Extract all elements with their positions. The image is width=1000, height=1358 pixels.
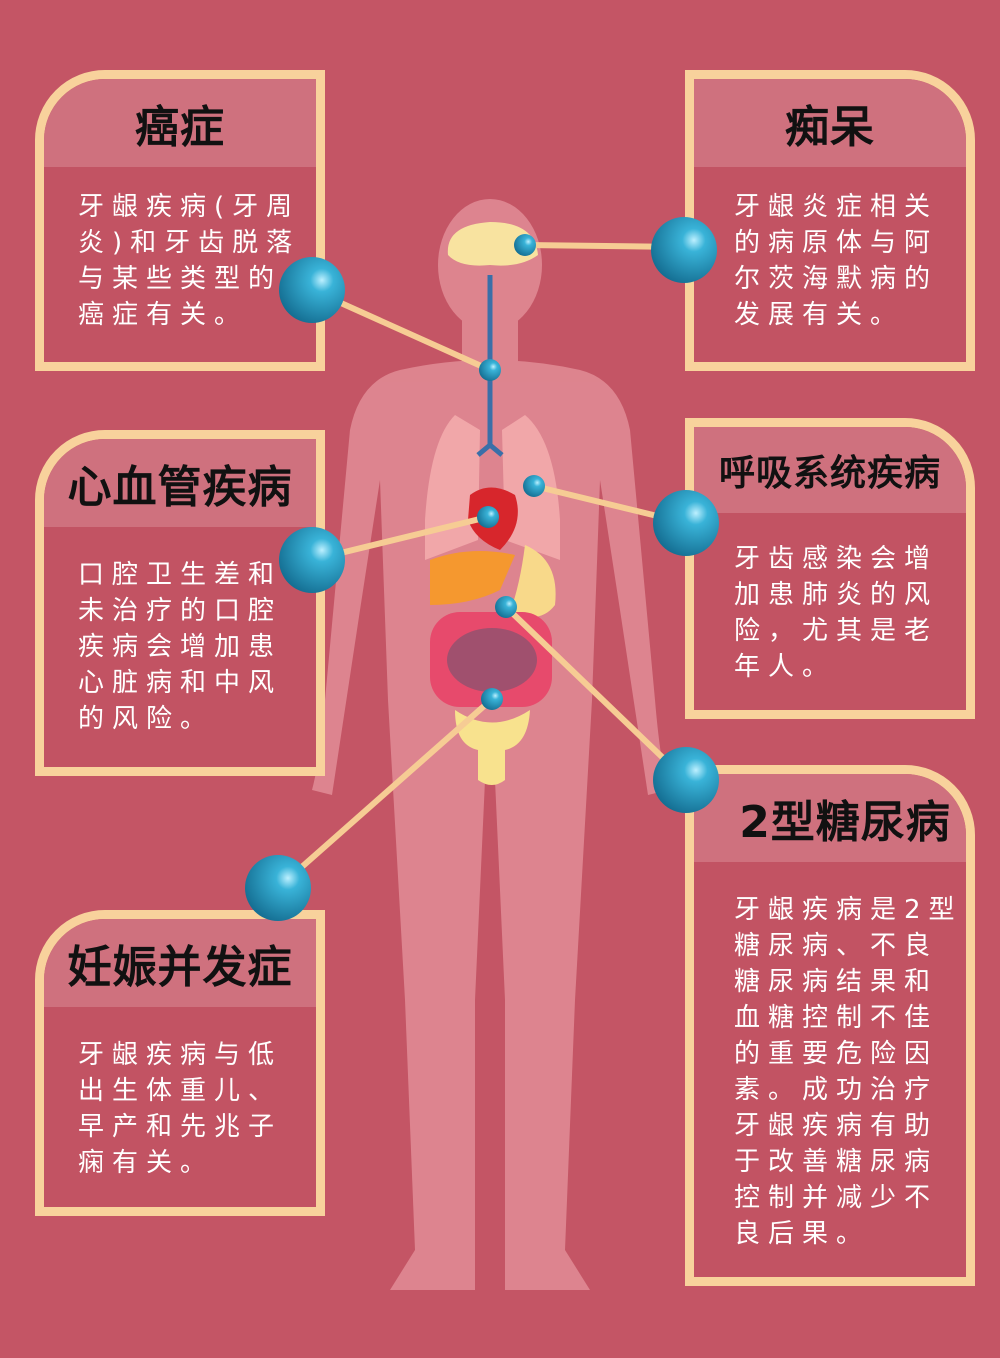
organ-dot xyxy=(495,596,517,618)
respiratory-title: 呼吸系统疾病 xyxy=(694,427,966,513)
text-line: 发展有关。 xyxy=(734,300,905,330)
text-line: 口腔卫生差和 xyxy=(78,560,283,590)
intestines xyxy=(430,612,552,707)
respiratory-panel: 呼吸系统疾病 牙齿感染会增加患肺炎的风险，尤其是老年人。 xyxy=(685,418,975,719)
liver xyxy=(430,551,515,605)
text-line: 牙龈疾病有助 xyxy=(734,1111,939,1141)
text-line: 疾病会增加患 xyxy=(78,632,283,662)
text-line: 牙龈疾病与低 xyxy=(78,1040,283,1070)
text-line: 血糖控制不佳 xyxy=(734,1003,939,1033)
text-line: 牙齿感染会增 xyxy=(734,544,939,574)
text-line: 的重要危险因 xyxy=(734,1039,939,1069)
organ-dot xyxy=(477,506,499,528)
text-line: 加患肺炎的风 xyxy=(734,580,939,610)
sphere-marker xyxy=(653,490,719,556)
organ-dot xyxy=(514,234,536,256)
cancer-panel: 癌症 牙龈疾病(牙周炎)和牙齿脱落与某些类型的癌症有关。 xyxy=(35,70,325,371)
dementia-title: 痴呆 xyxy=(694,79,966,167)
sphere-marker xyxy=(279,257,345,323)
sphere-marker xyxy=(245,855,311,921)
text-line: 未治疗的口腔 xyxy=(78,596,283,626)
text-line: 的病原体与阿 xyxy=(734,228,939,258)
organ-dot xyxy=(479,359,501,381)
cardio-panel: 心血管疾病 口腔卫生差和未治疗的口腔疾病会增加患心脏病和中风的风险。 xyxy=(35,430,325,776)
text-line: 牙龈疾病(牙周 xyxy=(78,192,301,222)
diabetes-title: 2型糖尿病 xyxy=(694,774,966,862)
text-line: 险，尤其是老 xyxy=(734,616,939,646)
text-line: 炎)和牙齿脱落 xyxy=(78,228,301,258)
text-line: 痫有关。 xyxy=(78,1148,215,1178)
pregnancy-panel: 妊娠并发症 牙龈疾病与低出生体重儿、早产和先兆子痫有关。 xyxy=(35,910,325,1216)
text-line: 于改善糖尿病 xyxy=(734,1147,939,1177)
text-line: 良后果。 xyxy=(734,1219,871,1249)
text-line: 牙龈炎症相关 xyxy=(734,192,939,222)
dementia-panel: 痴呆 牙龈炎症相关的病原体与阿尔茨海默病的发展有关。 xyxy=(685,70,975,371)
text-line: 糖尿病、不良 xyxy=(734,931,939,961)
diabetes-panel: 2型糖尿病 牙龈疾病是2型糖尿病、不良糖尿病结果和血糖控制不佳的重要危险因素。成… xyxy=(685,765,975,1286)
cancer-title: 癌症 xyxy=(44,79,316,167)
text-line: 糖尿病结果和 xyxy=(734,967,939,997)
cardio-title: 心血管疾病 xyxy=(44,439,316,527)
sphere-marker xyxy=(651,217,717,283)
text-line: 与某些类型的 xyxy=(78,264,283,294)
sphere-marker xyxy=(653,747,719,813)
organ-dot xyxy=(523,475,545,497)
text-line: 控制并减少不 xyxy=(734,1183,939,1213)
text-line: 素。成功治疗 xyxy=(734,1075,939,1105)
text-line: 尔茨海默病的 xyxy=(734,264,939,294)
pregnancy-title: 妊娠并发症 xyxy=(44,919,316,1007)
text-line: 出生体重儿、 xyxy=(78,1076,283,1106)
organ-dot xyxy=(481,688,503,710)
stomach xyxy=(510,545,556,618)
text-line: 年人。 xyxy=(734,652,837,682)
text-line: 早产和先兆子 xyxy=(78,1112,283,1142)
text-line: 牙龈疾病是2型 xyxy=(734,895,963,925)
brain xyxy=(447,222,538,266)
text-line: 心脏病和中风 xyxy=(78,668,283,698)
sphere-marker xyxy=(279,527,345,593)
text-line: 的风险。 xyxy=(78,704,215,734)
reproductive-organs xyxy=(455,710,530,785)
text-line: 癌症有关。 xyxy=(78,300,249,330)
